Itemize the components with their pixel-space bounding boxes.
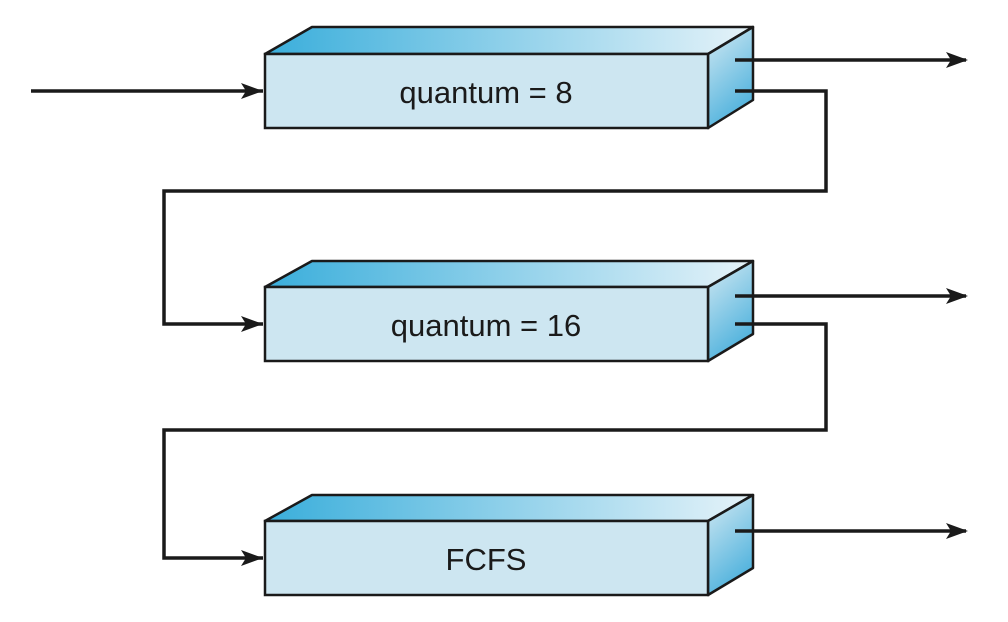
demote-path-queue-1-to-2 xyxy=(162,322,828,566)
queue-label: FCFS xyxy=(446,542,527,577)
queue-box-quantum-16: quantum = 16 xyxy=(263,259,755,363)
queue-box-fcfs: FCFS xyxy=(263,493,755,597)
exit-arrow-queue-1 xyxy=(735,288,968,304)
exit-arrow-queue-0 xyxy=(735,52,968,68)
queue-label: quantum = 16 xyxy=(391,308,581,343)
queue-label: quantum = 8 xyxy=(399,75,572,110)
demote-path-queue-0-to-1 xyxy=(162,89,828,332)
exit-arrow-queue-2 xyxy=(735,523,968,539)
queue-box-quantum-8: quantum = 8 xyxy=(263,25,755,130)
entry-arrow xyxy=(31,83,263,99)
